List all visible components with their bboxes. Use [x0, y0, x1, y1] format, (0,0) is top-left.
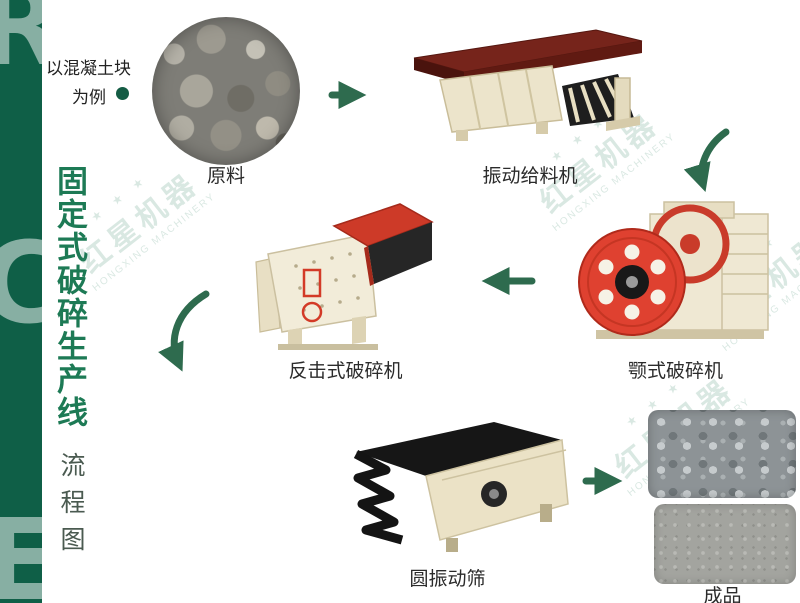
label-raw-material: 原料 [206, 166, 245, 187]
jaw-crusher-illustration [578, 201, 769, 339]
page-title-vertical: 固定式破碎生产线 [52, 165, 87, 429]
product-photo-coarse [648, 410, 796, 498]
note-line1: 以混凝土块 [46, 59, 131, 78]
note-line2: 为例 [72, 87, 106, 107]
sidebar: R C E [0, 0, 42, 603]
note-dot-icon [116, 87, 129, 100]
label-impact-crusher: 反击式破碎机 [288, 361, 403, 382]
raw-material-photo [152, 17, 300, 165]
flow-arrow-impact-to-screen-icon [158, 290, 210, 372]
page-subtitle-vertical: 流程图 [57, 452, 85, 563]
note-example: 以混凝土块 为例 [46, 55, 131, 113]
sidebar-letter: R [0, 0, 42, 82]
label-vibrating-feeder: 振动给料机 [482, 166, 578, 187]
product-photo-fine [654, 504, 796, 584]
watermark-en: HONGXING MACHINERY [90, 190, 219, 294]
flow-arrow-jaw-to-impact-icon [481, 267, 536, 295]
vibrating-screen-illustration [353, 422, 569, 552]
sidebar-letter: C [0, 219, 42, 349]
impact-crusher-illustration [255, 203, 434, 350]
label-finished-product: 成品 [703, 586, 742, 603]
label-jaw-crusher: 颚式破碎机 [627, 361, 723, 382]
sidebar-letter: E [0, 496, 42, 603]
flow-arrow-feeder-to-jaw-icon [683, 128, 730, 193]
vibrating-feeder-illustration [413, 29, 643, 141]
label-vibrating-screen: 圆振动筛 [409, 569, 486, 590]
flow-arrow-screen-to-product-icon [582, 467, 623, 495]
flow-arrow-raw-to-feeder-icon [328, 81, 367, 109]
